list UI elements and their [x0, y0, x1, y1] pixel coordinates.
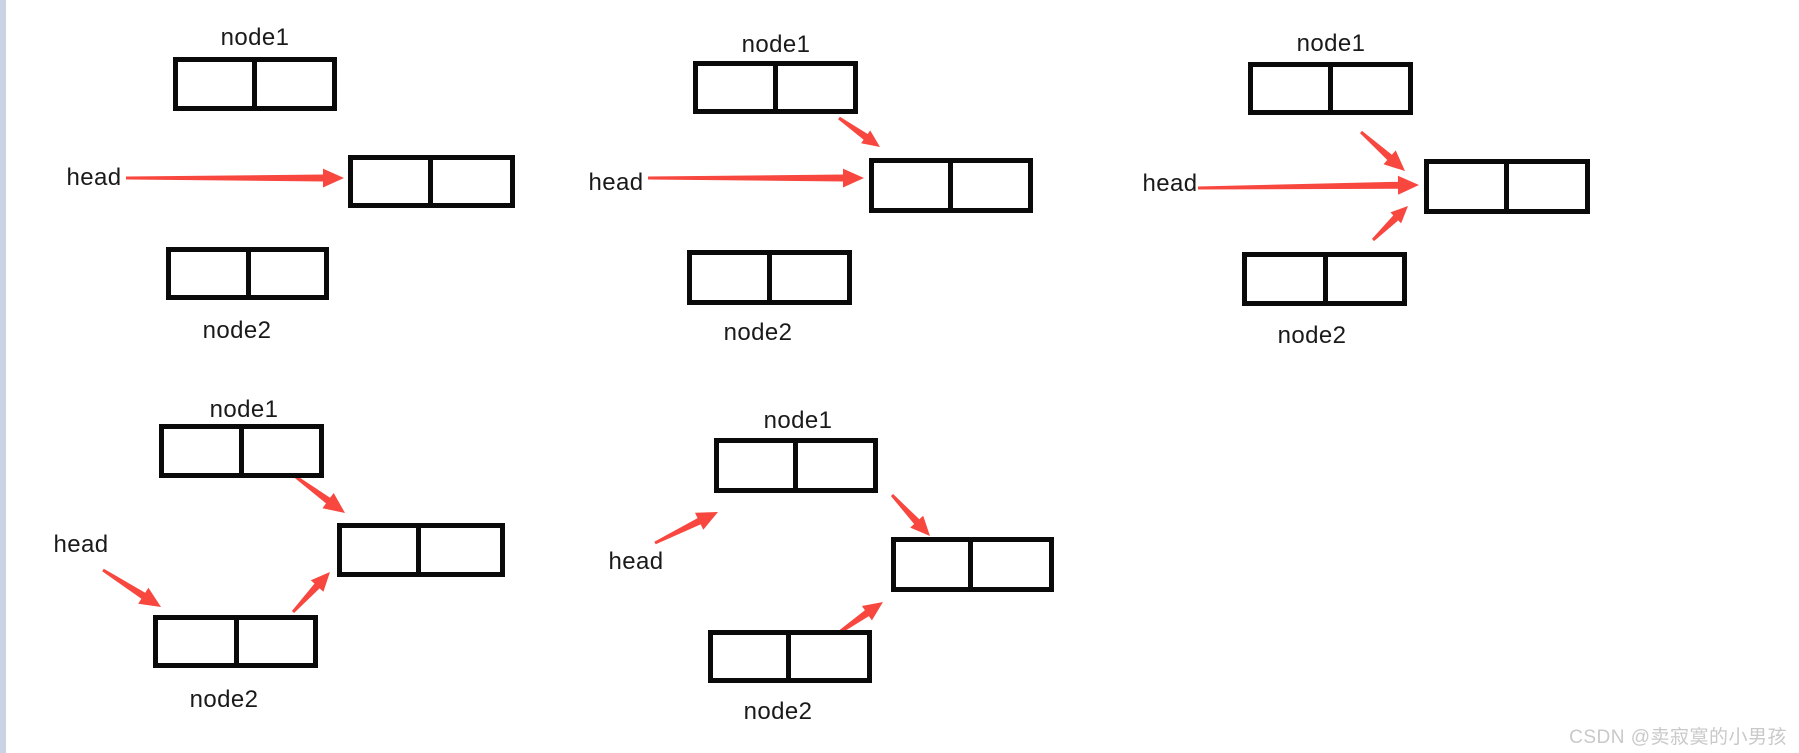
node2-box	[687, 250, 852, 305]
new-node-box	[869, 158, 1033, 213]
cell-divider	[415, 528, 421, 572]
node1-to-new-node-arrow	[890, 494, 930, 536]
cell-divider	[245, 252, 251, 295]
cell-divider	[792, 443, 798, 488]
window-edge-strip	[0, 0, 6, 753]
watermark-text: CSDN @卖寂寞的小男孩	[1569, 727, 1787, 748]
node2-box	[166, 247, 329, 300]
cell-divider	[947, 163, 953, 208]
node1-box	[173, 57, 337, 111]
cell-divider	[238, 429, 244, 473]
head-to-node2-arrow	[102, 568, 161, 607]
node2-label: node2	[1277, 322, 1347, 349]
node2-label: node2	[743, 698, 813, 725]
node1-label: node1	[763, 407, 833, 434]
head-label: head	[1142, 170, 1198, 197]
head-to-new-node-arrow	[126, 168, 344, 188]
cell-divider	[427, 160, 433, 203]
node1-to-new-node-arrow	[295, 475, 345, 513]
node2-box	[708, 630, 872, 683]
node2-label: node2	[202, 317, 272, 344]
head-label: head	[588, 169, 644, 196]
head-to-new-node-arrow	[648, 168, 864, 188]
cell-divider	[967, 542, 973, 587]
cell-divider	[772, 66, 778, 109]
cell-divider	[251, 62, 257, 106]
cell-divider	[766, 255, 772, 300]
node1-box	[714, 438, 878, 493]
node1-label: node1	[220, 24, 290, 51]
node1-to-new-node-arrow	[1360, 130, 1405, 171]
cell-divider	[1503, 164, 1509, 209]
node2-box	[153, 615, 318, 668]
node1-label: node1	[1296, 30, 1366, 57]
cell-divider	[1322, 257, 1328, 301]
cell-divider	[233, 620, 239, 663]
node1-label: node1	[741, 31, 811, 58]
head-to-new-node-arrow	[1198, 175, 1419, 195]
node1-box	[693, 61, 858, 114]
new-node-box	[348, 155, 515, 208]
node1-box	[1248, 62, 1413, 115]
node1-label: node1	[209, 396, 279, 423]
node2-label: node2	[189, 686, 259, 713]
node2-label: node2	[723, 319, 793, 346]
new-node-box	[1424, 159, 1590, 214]
new-node-box	[337, 523, 505, 577]
head-label: head	[608, 548, 664, 575]
head-label: head	[53, 531, 109, 558]
node1-to-new-node-arrow	[838, 116, 880, 147]
cell-divider	[785, 635, 791, 678]
new-node-box	[891, 537, 1054, 592]
head-to-node1-arrow	[654, 512, 718, 545]
head-label: head	[66, 164, 122, 191]
cell-divider	[1327, 67, 1333, 110]
node2-to-new-node-arrow	[291, 572, 330, 613]
node2-box	[1242, 252, 1407, 306]
node1-box	[159, 424, 324, 478]
node2-to-new-node-arrow	[1372, 206, 1408, 242]
